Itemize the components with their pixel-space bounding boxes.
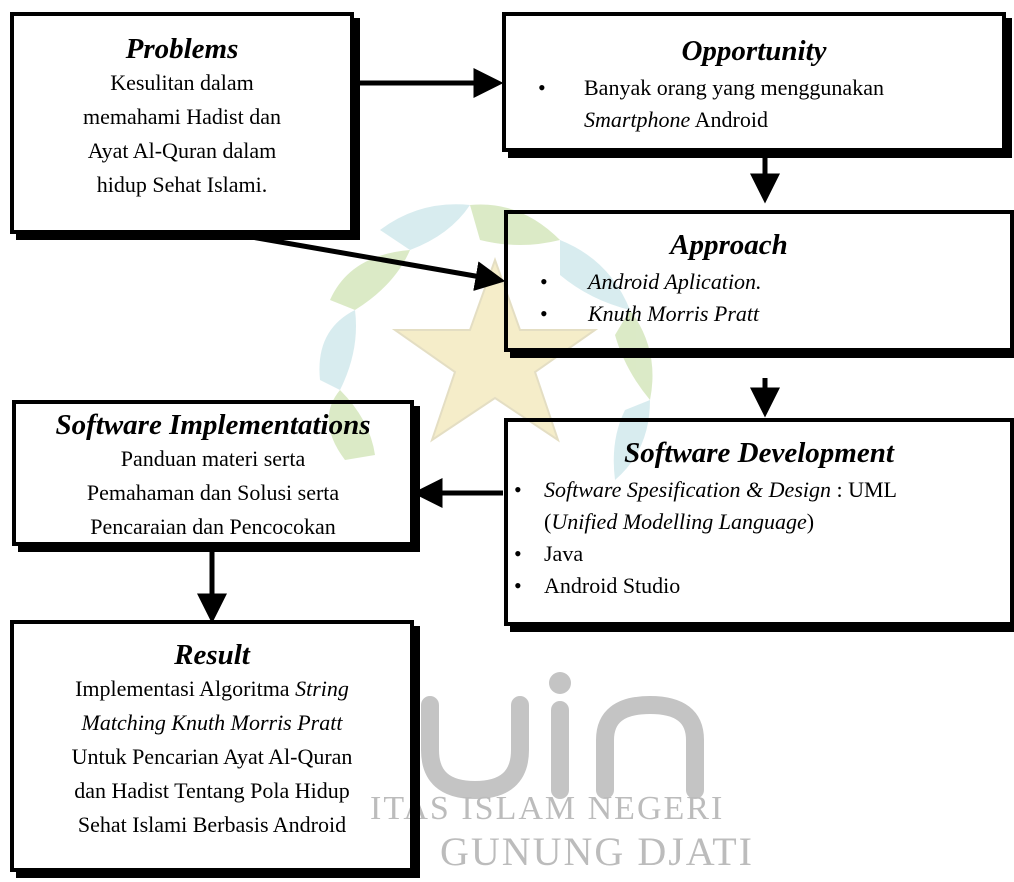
approach-bullets: Android Aplication. Knuth Morris Pratt [508, 266, 1010, 330]
approach-box: Approach Android Aplication. Knuth Morri… [504, 210, 1014, 352]
approach-bullet: Android Aplication. [508, 266, 1010, 298]
software-implementations-text: Panduan materi serta Pemahaman dan Solus… [16, 442, 410, 544]
watermark-line-1: ITAS ISLAM NEGERI [370, 790, 725, 827]
implementation-line: Pemahaman dan Solusi serta [86, 480, 340, 505]
problems-line: Kesulitan dalam [110, 70, 254, 95]
problems-text: Kesulitan dalam memahami Hadist dan Ayat… [14, 66, 350, 202]
problems-line: hidup Sehat Islami. [96, 172, 268, 197]
development-bullet: Java [508, 538, 1010, 570]
result-line-1-plain: Implementasi Algoritma [75, 676, 296, 701]
watermark-line-2: GUNUNG DJATI [440, 829, 754, 874]
result-text: Implementasi Algoritma String Matching K… [14, 672, 410, 842]
implementation-line: Panduan materi serta [120, 446, 306, 471]
problems-box: Problems Kesulitan dalam memahami Hadist… [10, 12, 354, 234]
spec-design-text: Software Spesification & Design [544, 477, 831, 502]
paren-close: ) [806, 509, 815, 534]
uml-text: : UML [831, 477, 898, 502]
result-box: Result Implementasi Algoritma String Mat… [10, 620, 414, 872]
android-text: Android [690, 107, 768, 132]
software-development-title: Software Development [624, 437, 894, 469]
arrow-problems-to-approach [239, 232, 506, 291]
opportunity-bullet: Banyak orang yang menggunakan Smartphone… [506, 72, 1002, 136]
result-line: Sehat Islami Berbasis Android [77, 812, 347, 837]
paren-open: ( [544, 509, 552, 534]
development-bullet: Android Studio [508, 570, 1010, 602]
opportunity-bullet-line-2: Smartphone Android [584, 104, 1002, 136]
smartphone-text: Smartphone [584, 107, 691, 132]
problems-title: Problems [125, 33, 239, 65]
development-bullet: Software Spesification & Design : UML (U… [508, 474, 1010, 538]
approach-title: Approach [670, 229, 788, 261]
opportunity-bullets: Banyak orang yang menggunakan Smartphone… [506, 72, 1002, 136]
problems-line: Ayat Al-Quran dalam [87, 138, 277, 163]
opportunity-title: Opportunity [681, 35, 827, 67]
software-implementations-title: Software Implementations [55, 409, 371, 441]
opportunity-box: Opportunity Banyak orang yang menggunaka… [502, 12, 1006, 152]
problems-line: memahami Hadist dan [83, 104, 281, 129]
development-bullet-line-2: (Unified Modelling Language) [544, 506, 1010, 538]
software-implementations-box: Software Implementations Panduan materi … [12, 400, 414, 546]
result-line: dan Hadist Tentang Pola Hidup [74, 778, 350, 803]
software-development-box: Software Development Software Spesificat… [504, 418, 1014, 626]
approach-bullet: Knuth Morris Pratt [508, 298, 1010, 330]
software-development-bullets: Software Spesification & Design : UML (U… [508, 474, 1010, 602]
opportunity-bullet-line-1: Banyak orang yang menggunakan [584, 75, 884, 100]
result-line: Untuk Pencarian Ayat Al-Quran [71, 744, 353, 769]
result-title: Result [174, 639, 250, 671]
result-line-1-italic: String [295, 676, 349, 701]
development-bullet-line-1: Software Spesification & Design : UML [544, 474, 1010, 506]
uml-expansion-text: Unified Modelling Language [551, 509, 807, 534]
result-line: Matching Knuth Morris Pratt [81, 710, 343, 735]
result-line: Implementasi Algoritma String [14, 672, 410, 706]
implementation-line: Pencaraian dan Pencocokan [90, 514, 336, 539]
